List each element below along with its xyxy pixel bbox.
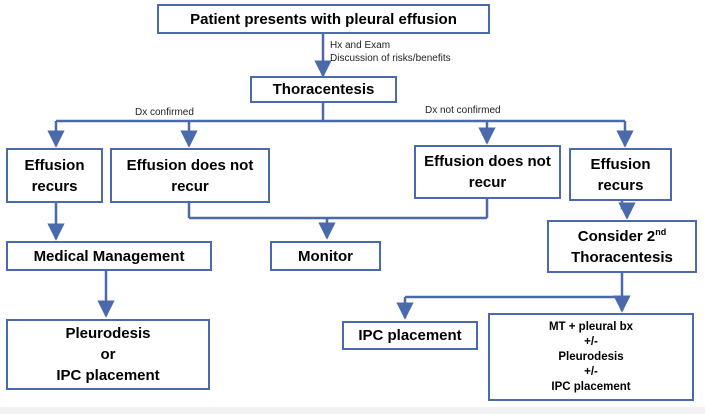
node-label-line: recur [468, 174, 507, 191]
node-effusion-no-recur-left: Effusion does not recur [110, 148, 270, 203]
node-effusion-recurs-right: Effusion recurs [569, 148, 672, 201]
node-label-line: recurs [597, 176, 644, 194]
node-thoracentesis: Thoracentesis [250, 76, 397, 103]
node-medical-management: Medical Management [6, 241, 212, 271]
arrow-to-second-thoracentesis [618, 200, 636, 220]
node-label-line: Effusion [590, 155, 651, 173]
node-label-line: Thoracentesis [571, 248, 673, 266]
node-second-thoracentesis: Consider 2nd Thoracentesis [547, 220, 697, 273]
node-label-line: +/- [584, 365, 598, 378]
node-label-line: IPC placement [551, 380, 631, 393]
node-effusion-no-recur-right: Effusion does not recur [414, 145, 561, 199]
node-label-line: Effusion does not [424, 153, 551, 170]
node-effusion-recurs-left: Effusion recurs [6, 148, 103, 203]
note-dx-confirmed: Dx confirmed [135, 107, 194, 118]
node-monitor: Monitor [270, 241, 381, 271]
note-hx-exam: Hx and Exam [330, 40, 391, 51]
node-patient-presents: Patient presents with pleural effusion [157, 4, 490, 34]
node-label-line: Effusion does not [126, 156, 254, 174]
second-thoracentesis-superscript: nd [655, 226, 667, 237]
node-label-line: MT + pleural bx [548, 320, 634, 333]
note-discussion: Discussion of risks/benefits [330, 53, 451, 64]
node-patient-presents-label: Patient presents with pleural effusion [190, 10, 457, 28]
node-label-line: Effusion [24, 156, 85, 174]
node-label-line: Pleurodesis [558, 350, 624, 363]
node-label-line: recurs [31, 177, 78, 195]
node-pleurodesis-or-ipc: Pleurodesis or IPC placement [6, 319, 210, 390]
node-label-line: +/- [584, 335, 598, 348]
node-monitor-label: Monitor [298, 247, 353, 265]
node-ipc-placement-label: IPC placement [358, 327, 462, 344]
node-label-line: or [100, 346, 116, 363]
node-label-line: Pleurodesis [65, 325, 151, 342]
node-label-line: recur [171, 177, 209, 195]
node-label-line: Consider 2nd [578, 226, 667, 247]
node-mt-options: MT + pleural bx +/- Pleurodesis +/- IPC … [488, 313, 694, 401]
node-medical-management-label: Medical Management [33, 247, 185, 265]
node-label-line: IPC placement [56, 367, 160, 384]
note-dx-not-confirmed: Dx not confirmed [425, 105, 501, 116]
node-ipc-placement: IPC placement [342, 321, 478, 350]
second-thoracentesis-prefix: Consider 2 [577, 227, 656, 245]
node-thoracentesis-label: Thoracentesis [272, 81, 375, 98]
